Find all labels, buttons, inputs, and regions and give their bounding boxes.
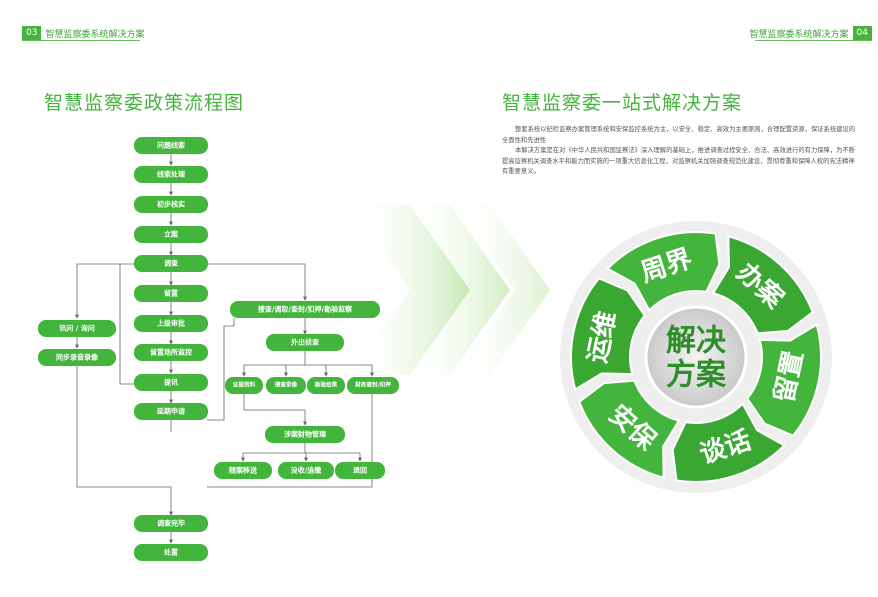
node-av-recording: 同步录音录像 — [38, 349, 116, 366]
description-paragraph-1: 整套系统以纪检监察办案管理系统和安保监控系统为主，以安全、稳定、高效为主要原则，… — [502, 126, 856, 144]
header-rule-left — [22, 40, 140, 41]
node-detention: 留置 — [134, 285, 208, 302]
cycle-center-line1: 解决 — [666, 324, 726, 359]
node-interrogation: 提讯 — [134, 374, 208, 391]
node-extension-request-label: 延期申请 — [156, 407, 185, 416]
node-investigation-complete: 调查完毕 — [134, 515, 208, 532]
header-text-right: 智慧监察委系统解决方案 — [749, 29, 849, 40]
node-asset-management-label: 涉案财物管理 — [284, 430, 326, 439]
cycle-segment-operations — [570, 277, 646, 391]
cycle-center-line2: 方案 — [666, 358, 727, 393]
node-clue-handling: 线索处理 — [134, 166, 208, 183]
page-number-left: 03 — [22, 26, 42, 40]
right-page-title: 智慧监察委一站式解决方案 — [502, 92, 743, 114]
node-clue: 问题线索 — [134, 137, 208, 154]
node-search-seize-label: 搜查/调取/查封/扣押/勘验监察 — [258, 305, 353, 314]
node-preliminary-check-box — [134, 196, 208, 213]
node-return-label: 退回 — [353, 466, 367, 475]
node-detention-box — [134, 285, 208, 302]
node-return: 退回 — [335, 462, 385, 479]
node-detention-monitoring-label: 留置场所监控 — [150, 348, 192, 357]
node-search-video-label: 搜查录像 — [275, 381, 298, 389]
node-investigation: 调查 — [134, 255, 208, 272]
node-clue-handling-box — [134, 166, 208, 183]
node-superior-approval-box — [134, 315, 208, 332]
node-extension-request: 延期申请 — [134, 403, 208, 420]
node-investigation-label: 调查 — [164, 259, 179, 268]
cycle-hub — [644, 305, 748, 409]
header-rule-right — [755, 40, 872, 41]
node-disposition: 处置 — [134, 544, 208, 561]
node-asset-management-box — [265, 426, 345, 443]
node-superior-approval-label: 上级审批 — [157, 319, 185, 328]
node-clue-label: 问题线索 — [157, 141, 185, 150]
node-search-video-box — [266, 377, 306, 394]
node-external-investigation-label: 外出侦查 — [291, 338, 320, 347]
node-disposition-label: 处置 — [163, 548, 178, 557]
node-investigation-box — [134, 255, 208, 272]
node-confiscate-box — [278, 462, 334, 479]
node-inspection-result: 勘验结果 — [307, 377, 345, 394]
node-preliminary-check: 初步核实 — [134, 196, 208, 213]
node-investigation-complete-label: 调查完毕 — [157, 519, 185, 528]
node-asset-seizure: 财务查封/扣押 — [347, 377, 399, 394]
node-disposition-box — [134, 544, 208, 561]
node-interrogation-box — [134, 374, 208, 391]
cycle-diagram: 周界办案留置谈话安保运维 解决 方案 — [560, 221, 832, 493]
node-case-filing-label: 立案 — [164, 230, 179, 239]
node-evidence: 证据资料 — [225, 377, 263, 394]
description-text: 整套系统以纪检监察办案管理系统和安保监控系统为主，以安全、稳定、高效为主要原则，… — [502, 125, 858, 178]
cycle-segment-perimeter — [605, 231, 721, 312]
node-return-box — [335, 462, 385, 479]
node-search-seize-box — [230, 301, 380, 318]
node-search-seize: 搜查/调取/查封/扣押/勘验监察 — [230, 301, 380, 318]
node-external-investigation: 外出侦查 — [266, 334, 344, 351]
cycle-segment-detention — [746, 323, 822, 437]
node-detention-monitoring-box — [134, 344, 208, 361]
header-text-left: 智慧监察委系统解决方案 — [45, 29, 145, 40]
node-confiscate: 没收/追缴 — [278, 462, 334, 479]
node-inspection-result-box — [307, 377, 345, 394]
header-left: 03 智慧监察委系统解决方案 — [22, 26, 148, 40]
node-inquiry-box — [38, 320, 116, 337]
node-case-filing-box — [134, 226, 208, 243]
cycle-segment-case-handling — [711, 234, 814, 335]
node-asset-seizure-label: 财务查封/扣押 — [355, 381, 391, 389]
node-av-recording-label: 同步录音录像 — [56, 353, 99, 362]
node-av-recording-box — [38, 349, 116, 366]
node-case-filing: 立案 — [134, 226, 208, 243]
node-transfer-with-case-label: 随案移送 — [229, 466, 258, 475]
node-transfer-with-case: 随案移送 — [214, 462, 272, 479]
chevron-arrows — [350, 205, 550, 375]
node-asset-management: 涉案财物管理 — [265, 426, 345, 443]
node-interrogation-label: 提讯 — [163, 378, 178, 387]
node-inquiry: 讯问 / 询问 — [38, 320, 116, 337]
node-asset-seizure-box — [347, 377, 399, 394]
node-detention-label: 留置 — [164, 289, 178, 298]
node-confiscate-label: 没收/追缴 — [291, 466, 323, 475]
description-paragraph-2: 本解决方案是在对《中华人民共和国监察法》深入理解的基础上，推进调查过程安全、合法… — [502, 147, 856, 175]
node-superior-approval: 上级审批 — [134, 315, 208, 332]
node-detention-monitoring: 留置场所监控 — [134, 344, 208, 361]
header-right: 智慧监察委系统解决方案 04 — [746, 26, 872, 40]
node-clue-box — [134, 137, 208, 154]
cycle-segments: 周界办案留置谈话安保运维 — [570, 231, 822, 483]
cycle-segment-security — [578, 379, 681, 480]
flow-connectors — [75, 154, 374, 544]
cycle-segment-interview — [671, 402, 787, 483]
node-evidence-box — [225, 377, 263, 394]
node-inquiry-label: 讯问 / 询问 — [59, 324, 94, 333]
node-external-investigation-box — [266, 334, 344, 351]
node-extension-request-box — [134, 403, 208, 420]
left-page-title: 智慧监察委政策流程图 — [44, 92, 245, 114]
node-inspection-result-label: 勘验结果 — [315, 381, 338, 389]
node-search-video: 搜查录像 — [266, 377, 306, 394]
node-transfer-with-case-box — [214, 462, 272, 479]
node-investigation-complete-box — [134, 515, 208, 532]
page-number-right: 04 — [852, 26, 872, 40]
node-preliminary-check-label: 初步核实 — [157, 200, 185, 209]
node-clue-handling-label: 线索处理 — [157, 170, 185, 179]
node-evidence-label: 证据资料 — [233, 381, 256, 389]
